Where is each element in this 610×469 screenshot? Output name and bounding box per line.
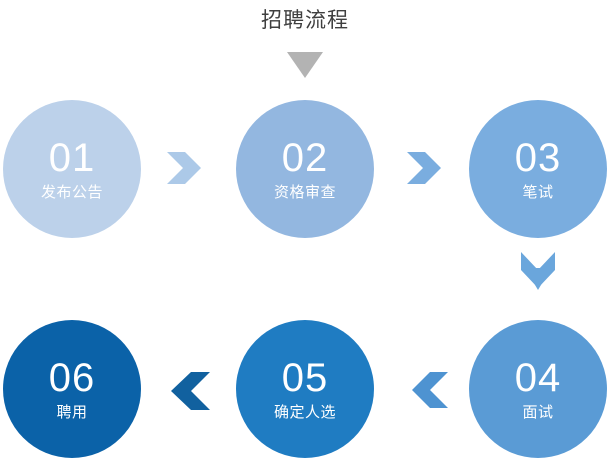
arrow-right-icon (403, 142, 455, 194)
step-circle-03[interactable]: 03 笔试 (469, 100, 607, 238)
triangle-down-icon (287, 52, 323, 78)
step-label: 资格审查 (273, 182, 336, 201)
diagram-title-block: 招聘流程 (0, 6, 610, 34)
step-number: 03 (514, 135, 562, 180)
step-circle-05[interactable]: 05 确定人选 (236, 320, 374, 458)
step-circle-01[interactable]: 01 发布公告 (3, 100, 141, 238)
step-label: 面试 (522, 402, 554, 421)
step-number: 04 (514, 355, 562, 400)
arrow-left-icon (158, 362, 216, 420)
step-label: 发布公告 (40, 182, 103, 201)
arrow-right-icon (163, 142, 215, 194)
step-number: 06 (48, 355, 96, 400)
page-title: 招聘流程 (261, 8, 349, 32)
step-number: 05 (281, 355, 329, 400)
step-label: 确定人选 (273, 402, 336, 421)
step-circle-04[interactable]: 04 面试 (469, 320, 607, 458)
step-label: 聘用 (56, 402, 88, 421)
arrow-left-icon (398, 362, 454, 418)
step-circle-02[interactable]: 02 资格审查 (236, 100, 374, 238)
step-label: 笔试 (522, 182, 554, 201)
arrow-down-icon (513, 250, 563, 306)
step-circle-06[interactable]: 06 聘用 (3, 320, 141, 458)
step-number: 01 (48, 135, 96, 180)
step-number: 02 (281, 135, 329, 180)
